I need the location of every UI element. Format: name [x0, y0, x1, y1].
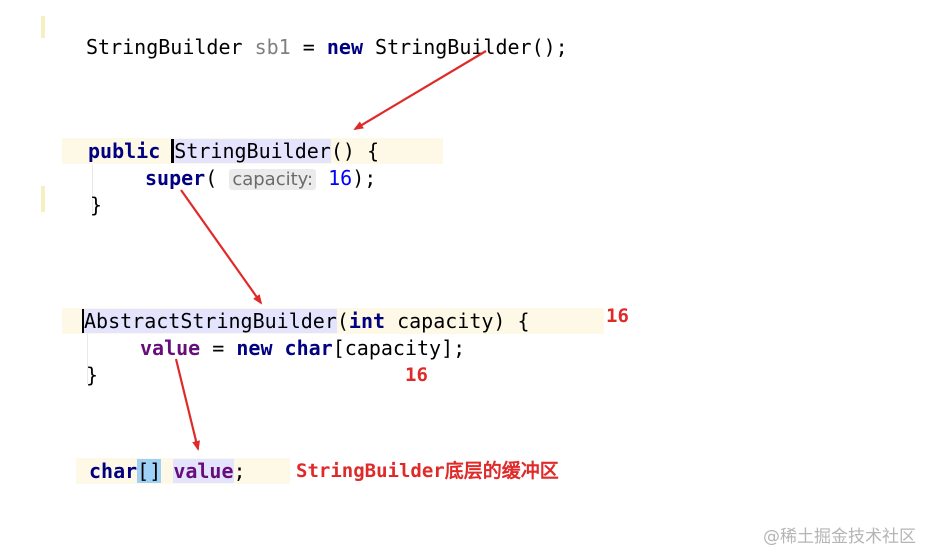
code-line-brace-close: }: [86, 362, 98, 388]
constructor-name[interactable]: StringBuilder: [174, 139, 331, 163]
punctuation: ();: [531, 35, 568, 59]
keyword-new: new: [326, 35, 363, 59]
punctuation: ;: [233, 459, 246, 483]
code-line-brace-close: }: [90, 192, 102, 218]
arrow-value-to-field: [174, 358, 200, 451]
code-line-abstract-constructor: AbstractStringBuilder(int capacity) {: [62, 308, 604, 334]
type-name[interactable]: StringBuilder: [86, 35, 243, 59]
punctuation: (: [336, 309, 349, 333]
constructor-name[interactable]: AbstractStringBuilder: [84, 309, 337, 333]
punctuation: (: [205, 166, 218, 190]
indent-guide: [92, 165, 93, 215]
keyword-char: char: [89, 459, 138, 483]
keyword-char: char: [284, 336, 333, 360]
arrow-call-to-constructor: [353, 50, 487, 131]
gutter-marker: [41, 16, 45, 38]
code-line-super-call: super( capacity: 16);: [145, 165, 376, 191]
code-line-declaration: StringBuilder sb1 = new StringBuilder();: [86, 34, 568, 60]
punctuation: );: [352, 166, 377, 190]
number-literal: 16: [328, 166, 353, 190]
brace-close: }: [86, 363, 99, 387]
keyword-new: new: [236, 336, 273, 360]
annotation-capacity-16: 16: [405, 364, 428, 386]
parameter-name[interactable]: capacity: [397, 309, 494, 333]
brace-open: {: [366, 139, 380, 163]
keyword-int: int: [348, 309, 386, 333]
field-value[interactable]: value: [140, 336, 201, 360]
code-line-field-declaration: char[] value;: [76, 458, 290, 484]
operator: =: [212, 336, 225, 360]
operator: =: [302, 35, 315, 59]
indent-guide: [87, 334, 88, 384]
punctuation: ): [493, 309, 506, 333]
keyword-public: public: [88, 139, 161, 163]
code-line-array-assignment: value = new char[capacity];: [140, 335, 465, 361]
constructor-call[interactable]: StringBuilder: [375, 35, 532, 59]
field-value[interactable]: value: [173, 459, 234, 483]
brace-close: }: [90, 193, 103, 217]
keyword-super: super: [145, 166, 206, 190]
punctuation: (): [330, 139, 355, 163]
gutter-marker: [41, 186, 45, 212]
watermark: @稀土掘金技术社区: [763, 527, 916, 547]
annotation-buffer-note: StringBuilder底层的缓冲区: [296, 460, 559, 482]
variable-name[interactable]: sb1: [254, 35, 291, 59]
arrow-super-to-abstract: [180, 189, 263, 305]
parameter-hint: capacity:: [229, 169, 317, 190]
brace-open: {: [517, 309, 530, 333]
array-expression: [capacity];: [332, 336, 466, 360]
array-brackets: []: [137, 459, 162, 483]
code-line-constructor-signature: public StringBuilder() {: [62, 138, 443, 164]
annotation-capacity-16: 16: [606, 305, 629, 327]
